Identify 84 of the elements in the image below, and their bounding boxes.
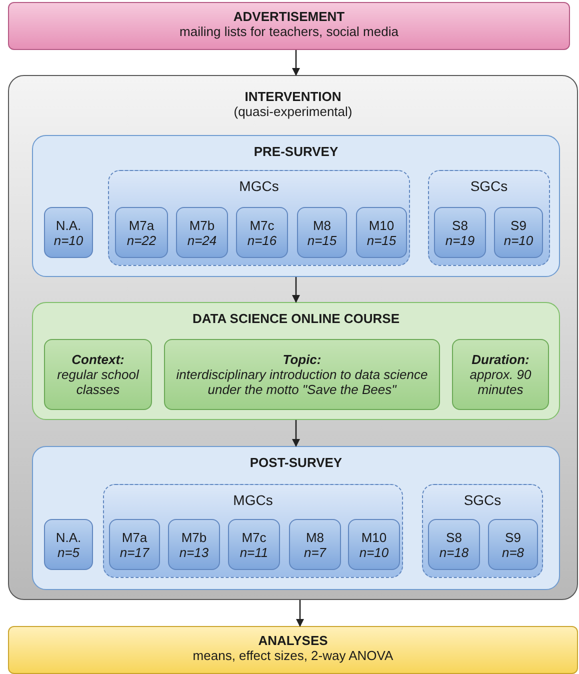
info-text: regular school classes <box>56 367 140 397</box>
info-text: interdisciplinary introduction to data science under the motto "Save the Bees" <box>175 367 429 397</box>
class-name: M10 <box>360 530 388 544</box>
sample-size: n=24 <box>186 232 218 248</box>
stage-title: ADVERTISEMENT <box>232 9 346 24</box>
info-heading: Topic: <box>282 352 322 367</box>
class-box <box>434 207 486 258</box>
panel-subtitle: (quasi-experimental) <box>232 104 354 119</box>
group-label: MGCs <box>232 493 274 508</box>
sample-size: n=7 <box>302 544 328 560</box>
stage-description: mailing lists for teachers, social media <box>178 24 400 39</box>
stage-title: DATA SCIENCE ONLINE COURSE <box>191 311 401 326</box>
class-name: S8 <box>445 530 463 544</box>
sample-size: n=8 <box>500 544 526 560</box>
stage-box <box>8 626 578 674</box>
arrow <box>296 600 304 627</box>
survey-panel <box>32 135 560 277</box>
class-name: N.A. <box>54 530 82 544</box>
sample-size: n=13 <box>178 544 210 560</box>
group-box <box>428 170 550 266</box>
sample-size: n=15 <box>366 232 398 248</box>
stage-title: POST-SURVEY <box>248 455 344 470</box>
sample-size: n=22 <box>126 232 158 248</box>
class-name: M7b <box>180 530 208 544</box>
sample-size: n=10 <box>52 232 84 248</box>
class-box <box>228 519 280 570</box>
info-box <box>44 339 152 410</box>
sample-size: n=10 <box>502 232 534 248</box>
class-name: M8 <box>312 218 332 232</box>
stage-box <box>8 2 570 50</box>
info-box <box>164 339 440 410</box>
sample-size: n=19 <box>444 232 476 248</box>
survey-panel <box>32 446 560 590</box>
sample-size: n=18 <box>438 544 470 560</box>
class-name: M8 <box>304 530 326 544</box>
arrow <box>292 50 300 76</box>
stage-title: ANALYSES <box>257 633 329 648</box>
class-box <box>168 519 220 570</box>
group-label: MGCs <box>238 179 280 194</box>
class-name: S8 <box>451 218 469 232</box>
sample-size: n=11 <box>238 544 270 560</box>
class-name: M7c <box>240 530 268 544</box>
class-box <box>176 207 228 258</box>
class-box <box>348 519 400 570</box>
arrow <box>292 420 300 447</box>
class-name: M7a <box>120 530 148 544</box>
class-box <box>428 519 480 570</box>
class-box <box>297 207 347 258</box>
class-box <box>44 207 93 258</box>
stage-description: means, effect sizes, 2-way ANOVA <box>192 648 394 663</box>
group-box <box>103 484 403 578</box>
class-name: M7b <box>188 218 216 232</box>
class-name: M10 <box>368 218 396 232</box>
group-label: SGCs <box>462 493 502 508</box>
class-box <box>494 207 543 258</box>
stage-title: PRE-SURVEY <box>252 144 340 159</box>
class-name: N.A. <box>54 218 82 232</box>
class-box <box>356 207 407 258</box>
class-name: M7c <box>248 218 276 232</box>
class-box <box>115 207 168 258</box>
sample-size: n=16 <box>246 232 278 248</box>
panel-title: INTERVENTION <box>244 89 342 104</box>
intervention-panel <box>8 75 578 600</box>
class-box <box>44 519 93 570</box>
info-text: approx. 90 minutes <box>468 367 532 397</box>
class-box <box>488 519 538 570</box>
info-heading: Context: <box>70 352 126 367</box>
sample-size: n=17 <box>118 544 150 560</box>
sample-size: n=15 <box>306 232 338 248</box>
class-box <box>289 519 341 570</box>
class-box <box>236 207 288 258</box>
class-name: S9 <box>504 530 522 544</box>
group-label: SGCs <box>469 179 509 194</box>
arrow <box>292 277 300 303</box>
info-box <box>452 339 549 410</box>
group-box <box>422 484 543 578</box>
class-name: M7a <box>128 218 156 232</box>
sample-size: n=10 <box>358 544 390 560</box>
class-name: S9 <box>510 218 528 232</box>
class-box <box>109 519 160 570</box>
group-box <box>108 170 410 266</box>
sample-size: n=5 <box>56 544 81 560</box>
info-heading: Duration: <box>470 352 530 367</box>
course-panel <box>32 302 560 420</box>
